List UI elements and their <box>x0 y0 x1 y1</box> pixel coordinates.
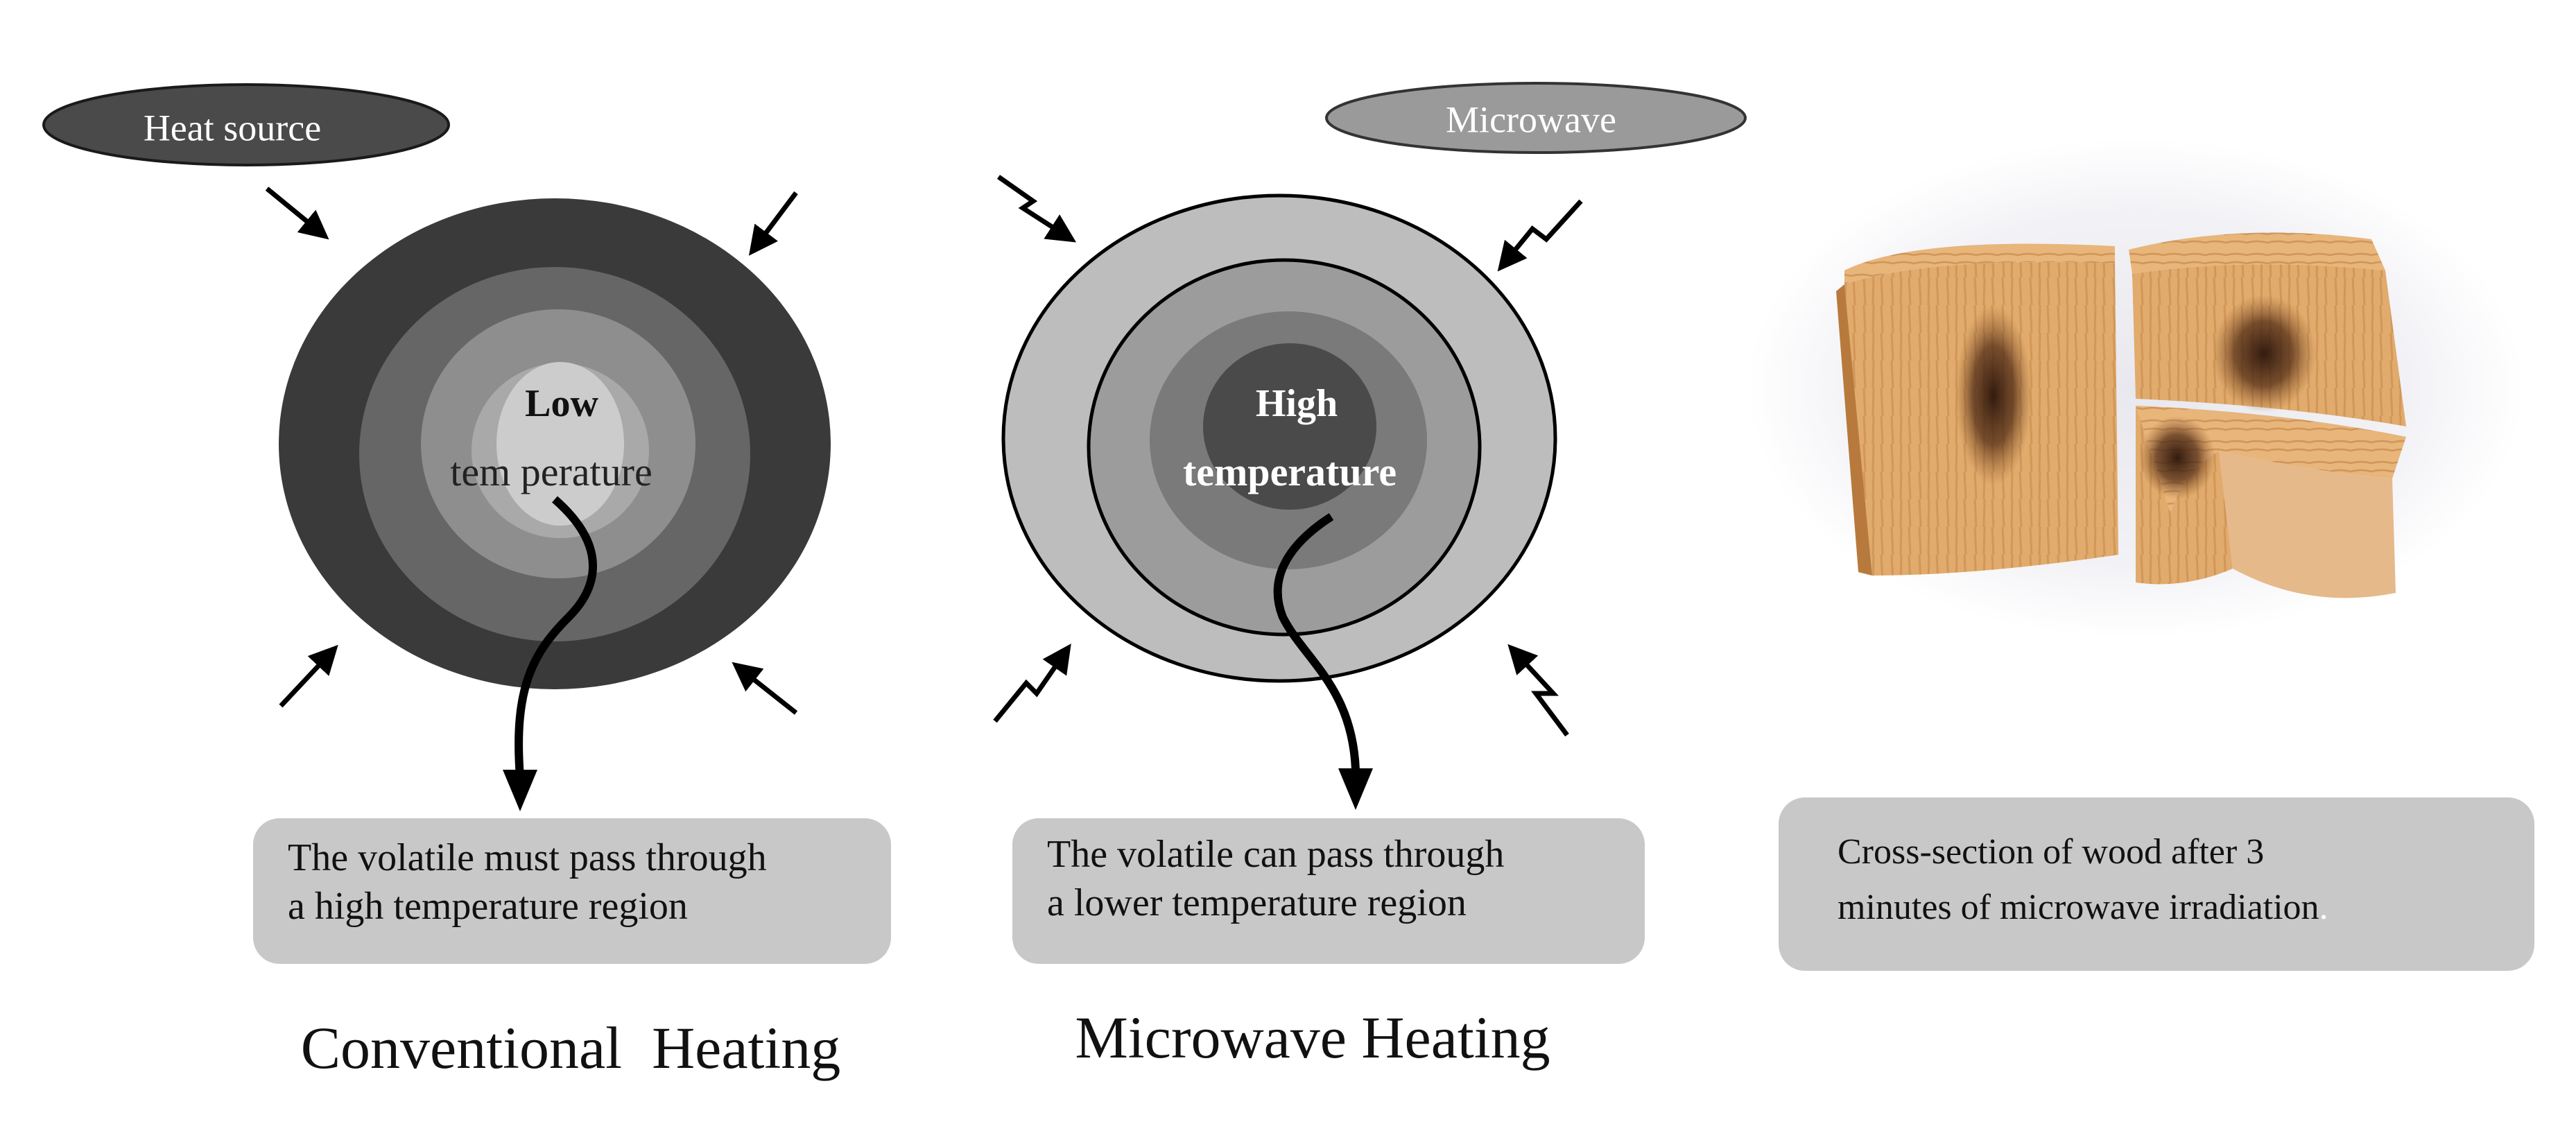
low-temperature-label: tem perature <box>450 449 652 494</box>
volatile-path-arrow <box>1273 512 1360 770</box>
wood-block-right-back <box>2129 232 2406 426</box>
microwave-arrow-bottom-right <box>1507 644 1569 737</box>
microwave-text: Microwave <box>1446 98 1616 140</box>
conventional-rings <box>279 198 831 689</box>
wood-note-box: Cross-section of wood after 3 minutes of… <box>1779 797 2534 971</box>
conventional-note-line2: a high temperature region <box>288 885 688 928</box>
wood-note-line2-group: minutes of microwave irradiation. <box>1838 888 2328 927</box>
microwave-arrow-top-right <box>1497 199 1583 272</box>
wood-note-period: . <box>2319 888 2328 927</box>
wood-cross-section-photo <box>1747 139 2524 638</box>
volatile-arrowhead <box>1338 768 1373 810</box>
microwave-arrow-bottom-left <box>993 644 1071 723</box>
microwave-heating-caption: Microwave Heating <box>1075 1004 1550 1071</box>
high-label: High <box>1256 382 1338 425</box>
wood-block-left <box>1836 243 2118 576</box>
heat-arrow-top-left <box>265 187 329 240</box>
high-temperature-label: temperature <box>1183 449 1397 494</box>
conventional-heating-panel: Heat source Low tem perature The volatil… <box>42 83 891 1081</box>
conventional-heating-caption: Conventional Heating <box>301 1015 841 1081</box>
microwave-note-line1: The volatile can pass through <box>1047 833 1504 876</box>
heat-arrow-bottom-left <box>279 644 338 708</box>
conventional-note-box: The volatile must pass through a high te… <box>253 818 891 964</box>
microwave-arrows <box>993 175 1583 737</box>
heat-arrows <box>265 187 798 715</box>
microwave-note-line2: a lower temperature region <box>1047 881 1467 924</box>
heat-source-label: Heat source <box>42 83 450 166</box>
microwave-note-box: The volatile can pass through a lower te… <box>1012 818 1645 964</box>
microwave-arrow-top-left <box>996 175 1077 243</box>
heat-source-text: Heat source <box>144 107 321 148</box>
conventional-note-line1: The volatile must pass through <box>288 836 767 879</box>
microwave-heating-panel: Microwave High temperature The volatile … <box>993 82 1747 1071</box>
microwave-rings <box>1001 193 1557 683</box>
low-label: Low <box>525 382 598 425</box>
heat-arrow-top-right <box>748 191 798 256</box>
wood-note-line2: minutes of microwave irradiation <box>1838 888 2319 927</box>
wood-block-right-front <box>2136 406 2406 598</box>
wood-note-line1: Cross-section of wood after 3 <box>1838 832 2264 872</box>
heat-arrow-bottom-right <box>732 662 798 715</box>
microwave-label: Microwave <box>1325 82 1747 154</box>
volatile-arrowhead <box>503 770 537 811</box>
volatile-path-arrow <box>515 496 597 777</box>
